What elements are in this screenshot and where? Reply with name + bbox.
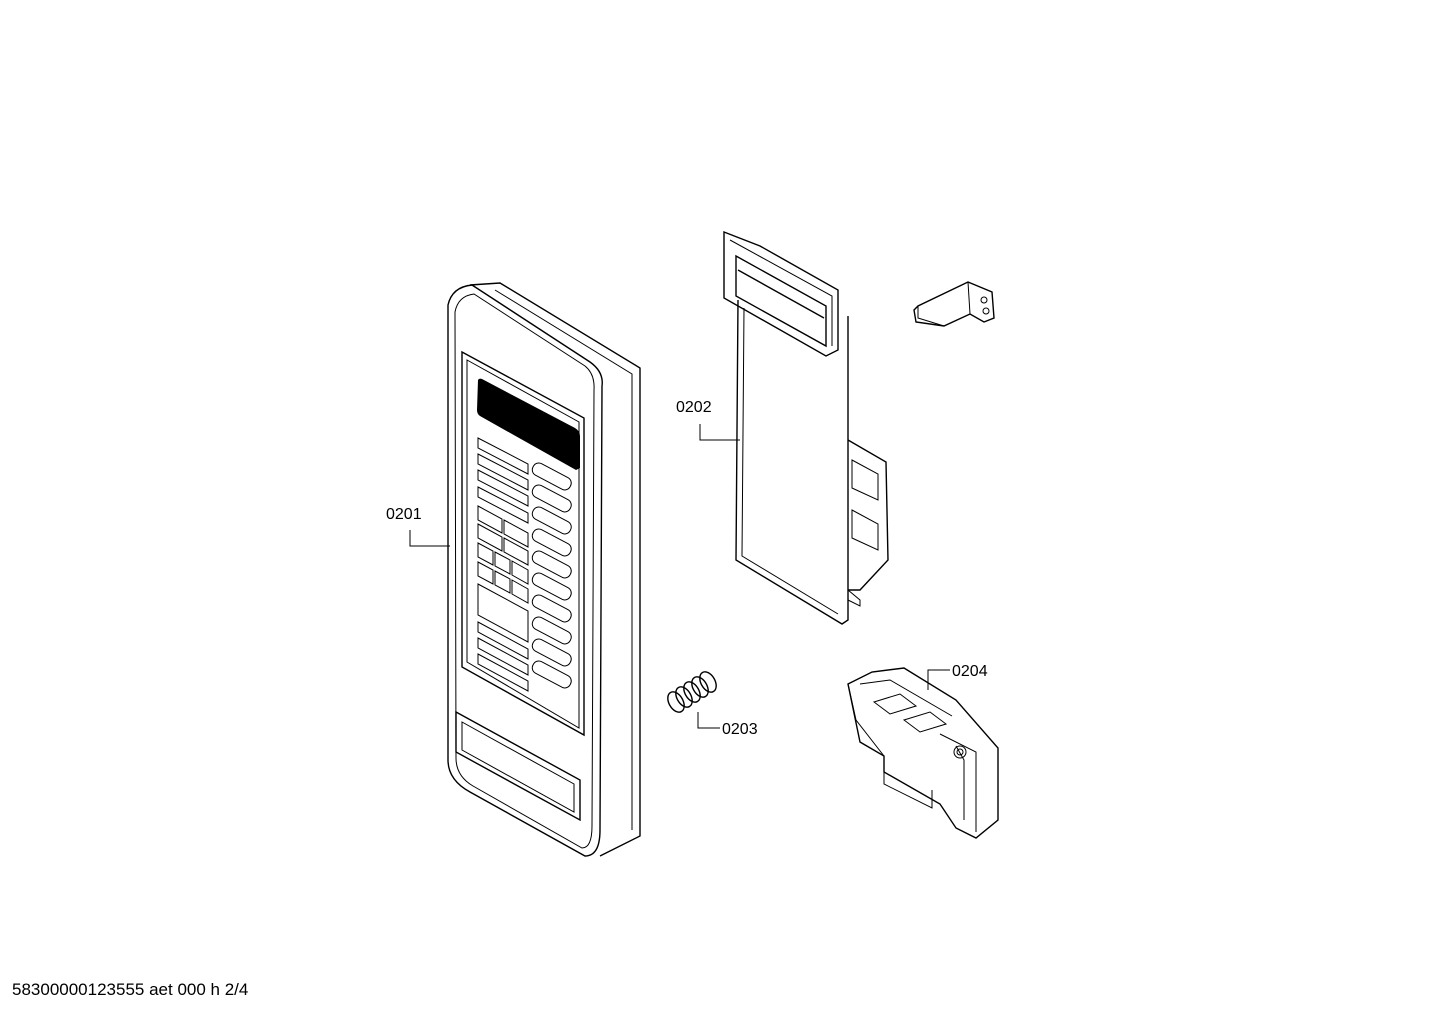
drawing-reference-footer: 58300000123555 aet 000 h 2/4 — [12, 980, 249, 999]
part-0201-control-panel: 0201 — [386, 282, 641, 857]
label-0203: 0203 — [722, 721, 758, 738]
part-0204-door-latch: 0204 — [847, 663, 999, 839]
label-0201: 0201 — [386, 506, 422, 523]
label-0202: 0202 — [676, 399, 712, 416]
part-0203-spring: 0203 — [667, 671, 758, 738]
part-0202-pcb-cover: 0202 — [676, 230, 889, 625]
label-0204: 0204 — [952, 663, 988, 680]
part-bracket — [913, 281, 995, 327]
